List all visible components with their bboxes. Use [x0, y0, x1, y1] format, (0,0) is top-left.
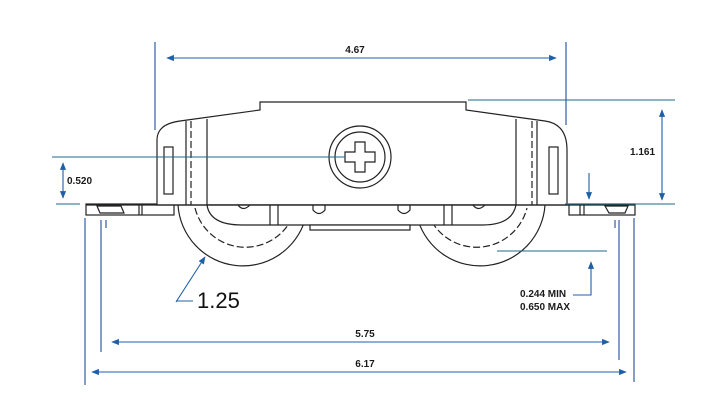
dim-label-axle-height: 0.520: [67, 176, 92, 187]
slot-right: [548, 146, 559, 195]
dim-label-adjustment-min: 0.244 MIN: [520, 289, 566, 300]
dim-label-wheel-diameter: 1.25: [197, 288, 240, 313]
dimension-overall-height: 1.161: [468, 99, 675, 205]
dimension-hole-spacing: 5.75: [100, 220, 620, 360]
carriage: [206, 204, 517, 226]
mounting-tab-right: [568, 203, 636, 216]
phillips-screw-head-icon: [328, 125, 392, 189]
dim-label-hole-spacing: 5.75: [355, 329, 375, 340]
roller-body: [85, 101, 636, 267]
dimension-adjustment-range: 0.244 MIN 0.650 MAX: [497, 250, 607, 313]
dimension-top-width: 4.67: [154, 42, 567, 130]
dim-label-overall-height: 1.161: [630, 147, 655, 158]
dim-label-adjustment-max: 0.650 MAX: [520, 302, 570, 313]
dimension-overall-length: 6.17: [84, 218, 635, 385]
dim-label-overall-length: 6.17: [355, 359, 375, 370]
dimension-axle-height: 0.520: [52, 156, 345, 205]
dimension-wheel-diameter: 1.25: [175, 256, 240, 313]
slot-left: [163, 146, 174, 195]
mounting-tab-left: [85, 203, 175, 216]
dim-label-top-width: 4.67: [345, 45, 365, 56]
